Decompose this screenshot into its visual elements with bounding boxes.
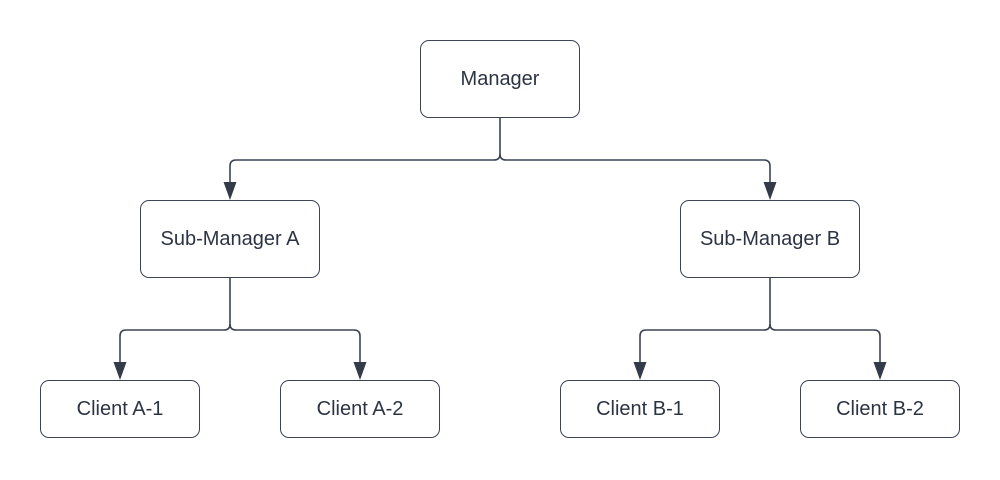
node-sub-manager-b[interactable]: Sub-Manager B (680, 200, 860, 278)
connector-manager-to-sub-b (499, 153, 771, 183)
node-client-a2[interactable]: Client A-2 (280, 380, 440, 438)
node-sub-manager-a-label: Sub-Manager A (160, 228, 300, 250)
arrowhead-sub-a (223, 182, 237, 200)
node-client-b2-label: Client B-2 (836, 398, 924, 420)
node-client-a2-label: Client A-2 (316, 398, 404, 420)
connector-sub-b-to-client-b1 (639, 278, 771, 363)
arrowhead-client-b2 (873, 362, 887, 380)
node-client-b1-label: Client B-1 (596, 398, 684, 420)
node-client-b1[interactable]: Client B-1 (560, 380, 720, 438)
connector-manager-to-sub-a (229, 118, 501, 183)
node-client-a1-label: Client A-1 (76, 398, 164, 420)
arrowhead-client-a2 (353, 362, 367, 380)
node-manager[interactable]: Manager (420, 40, 580, 118)
node-client-a1[interactable]: Client A-1 (40, 380, 200, 438)
node-manager-label: Manager (460, 68, 540, 90)
node-sub-manager-b-label: Sub-Manager B (699, 228, 841, 250)
arrowhead-client-a1 (113, 362, 127, 380)
connector-sub-a-to-client-a2 (229, 323, 361, 363)
connector-sub-a-to-client-a1 (119, 278, 231, 363)
connector-sub-b-to-client-b2 (769, 323, 881, 363)
node-client-b2[interactable]: Client B-2 (800, 380, 960, 438)
arrowhead-sub-b (763, 182, 777, 200)
node-sub-manager-a[interactable]: Sub-Manager A (140, 200, 320, 278)
arrowhead-client-b1 (633, 362, 647, 380)
